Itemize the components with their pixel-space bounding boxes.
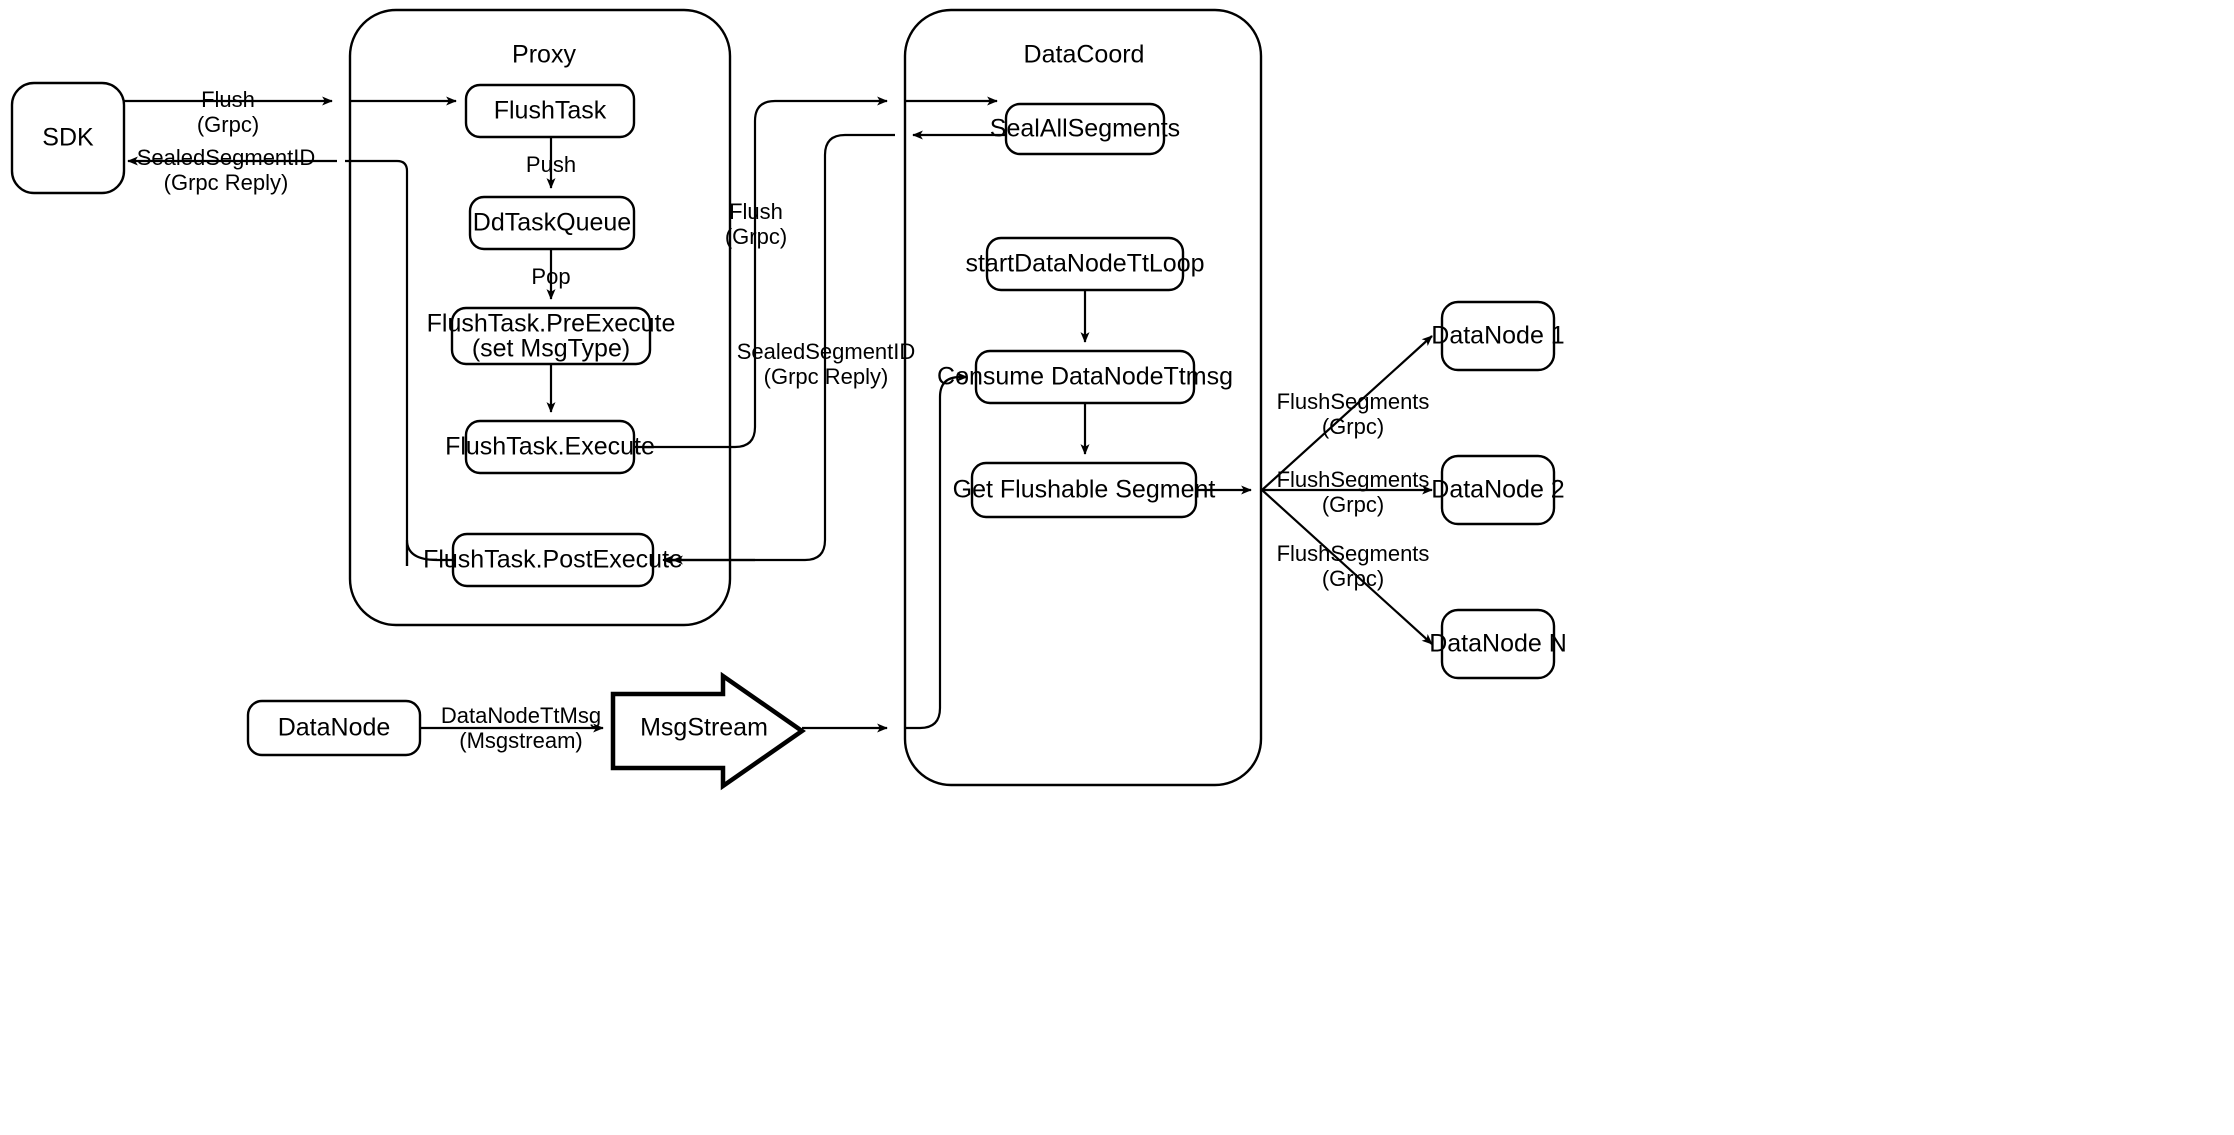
proxy-reply-line2: (Grpc Reply) <box>764 364 889 389</box>
ddtaskqueue-box[interactable] <box>468 195 636 251</box>
edge-label-sdk-reply: SealedSegmentID (Grpc Reply) <box>137 145 316 195</box>
sdk-flush-line1: Flush <box>201 87 255 112</box>
edge-label-pop: Pop <box>531 264 570 289</box>
consumedatanodettmsg-box[interactable] <box>974 349 1196 405</box>
edge-label-flushsegments-n: FlushSegments (Grpc) <box>1277 541 1430 591</box>
sdk-box[interactable] <box>10 81 126 195</box>
consumedatanodettmsg-label: Consume DataNodeTtmsg <box>937 363 1233 391</box>
flushtask-label: FlushTask <box>494 97 607 125</box>
node-postexecute[interactable]: FlushTask.PostExecute <box>423 532 683 588</box>
datanoden-label: DataNode N <box>1429 630 1567 658</box>
edge-postexecute-left-stub <box>405 539 453 566</box>
edge-label-datanode-ttmsg: DataNodeTtMsg (Msgstream) <box>441 703 601 753</box>
pop-label: Pop <box>531 264 570 289</box>
edge-label-sdk-flush: Flush (Grpc) <box>197 87 259 137</box>
node-consumedatanodettmsg[interactable]: Consume DataNodeTtmsg <box>937 349 1233 405</box>
getflushablesegment-label: Get Flushable Segment <box>953 476 1216 504</box>
flushseg1-line1: FlushSegments <box>1277 389 1430 414</box>
node-preexecute[interactable]: FlushTask.PreExecute (set MsgType) <box>427 306 676 366</box>
node-sealallsegments[interactable]: SealAllSegments <box>990 102 1180 156</box>
node-sdk[interactable]: SDK <box>10 81 126 195</box>
edge-reply-to-postexecute <box>672 133 895 565</box>
datacoord-title: DataCoord <box>1024 41 1145 69</box>
datanoden-box[interactable] <box>1440 608 1556 680</box>
node-getflushablesegment[interactable]: Get Flushable Segment <box>953 461 1216 519</box>
sdk-flush-line2: (Grpc) <box>197 112 259 137</box>
block-arrow-icon[interactable] <box>610 671 806 791</box>
sdk-reply-line1: SealedSegmentID <box>137 145 316 170</box>
sdk-reply-line2: (Grpc Reply) <box>164 170 289 195</box>
startdatanodettloop-box[interactable] <box>985 236 1185 292</box>
push-label: Push <box>526 152 576 177</box>
edge-label-proxy-flush: Flush (Grpc) <box>725 199 787 249</box>
datanode2-label: DataNode 2 <box>1431 476 1564 504</box>
dn-ttmsg-line2: (Msgstream) <box>459 728 582 753</box>
flushtask-box[interactable] <box>464 83 636 139</box>
edge-label-proxy-reply: SealedSegmentID (Grpc Reply) <box>737 339 916 389</box>
sealallsegments-label: SealAllSegments <box>990 115 1180 143</box>
flushseg1-line2: (Grpc) <box>1322 414 1384 439</box>
flushseg2-line1: FlushSegments <box>1277 467 1430 492</box>
edge-label-push: Push <box>526 152 576 177</box>
flushsegn-line1: FlushSegments <box>1277 541 1430 566</box>
datanode-bottom-box[interactable] <box>246 699 422 757</box>
node-datanode1[interactable]: DataNode 1 <box>1431 300 1565 372</box>
msgstream-label: MsgStream <box>640 714 768 742</box>
proxy-flush-line1: Flush <box>729 199 783 224</box>
edge-hub-to-datanode1 <box>1261 335 1433 491</box>
preexecute-box[interactable] <box>450 306 652 366</box>
execute-box[interactable] <box>464 419 636 475</box>
node-execute[interactable]: FlushTask.Execute <box>445 419 655 475</box>
ddtaskqueue-label: DdTaskQueue <box>473 209 631 237</box>
node-startdatanodettloop[interactable]: startDataNodeTtLoop <box>965 236 1205 292</box>
sealallsegments-box[interactable] <box>1004 102 1166 156</box>
node-datanode-bottom[interactable]: DataNode <box>246 699 422 757</box>
datanode-bottom-label: DataNode <box>278 714 391 742</box>
sdk-label: SDK <box>42 124 94 152</box>
datanode1-label: DataNode 1 <box>1431 322 1564 350</box>
proxy-flush-line2: (Grpc) <box>725 224 787 249</box>
flushsegn-line2: (Grpc) <box>1322 566 1384 591</box>
edge-execute-to-datacoord <box>634 96 888 449</box>
execute-label: FlushTask.Execute <box>445 433 655 461</box>
node-datanode2[interactable]: DataNode 2 <box>1431 454 1565 526</box>
flushseg2-line2: (Grpc) <box>1322 492 1384 517</box>
postexecute-label: FlushTask.PostExecute <box>423 546 683 574</box>
edge-label-flushsegments-1: FlushSegments (Grpc) <box>1277 389 1430 439</box>
getflushablesegment-box[interactable] <box>970 461 1198 519</box>
edge-msgstream-to-consume <box>905 372 968 730</box>
edge-label-flushsegments-2: FlushSegments (Grpc) <box>1277 467 1430 517</box>
node-flushtask[interactable]: FlushTask <box>464 83 636 139</box>
node-datanoden[interactable]: DataNode N <box>1429 608 1567 680</box>
dn-ttmsg-line1: DataNodeTtMsg <box>441 703 601 728</box>
preexecute-sublabel: (set MsgType) <box>472 335 630 363</box>
edge-postexecute-to-sdk-route <box>345 159 409 566</box>
datanode2-box[interactable] <box>1440 454 1556 526</box>
proxy-reply-line1: SealedSegmentID <box>737 339 916 364</box>
preexecute-label: FlushTask.PreExecute <box>427 310 676 338</box>
edge-hub-to-datanoden <box>1261 489 1433 645</box>
proxy-title: Proxy <box>512 41 576 69</box>
startdatanodettloop-label: startDataNodeTtLoop <box>965 250 1204 278</box>
node-ddtaskqueue[interactable]: DdTaskQueue <box>468 195 636 251</box>
node-msgstream[interactable]: MsgStream <box>610 671 806 791</box>
postexecute-box[interactable] <box>451 532 655 588</box>
datanode1-box[interactable] <box>1440 300 1556 372</box>
